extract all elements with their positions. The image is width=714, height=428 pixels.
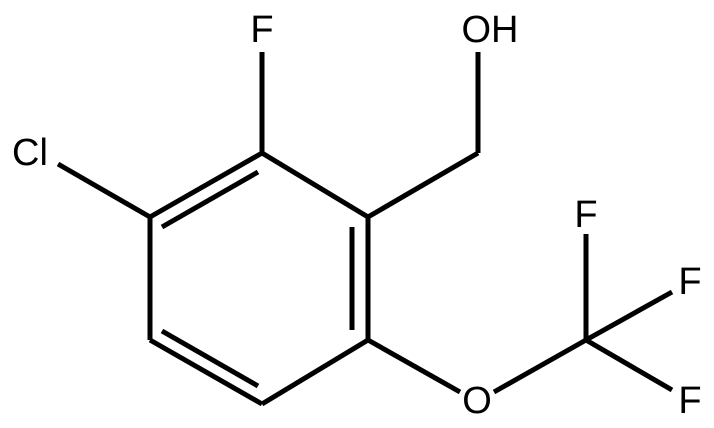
label-fluoro-ring: F (250, 9, 273, 51)
bond-c-cl (56, 161, 152, 220)
bond-ring-c1-c2 (148, 150, 264, 220)
bond-cf3-f-bottom (584, 337, 674, 393)
atom-labels: OH F Cl O F F F (12, 9, 702, 422)
bond-cf3-f-right (584, 289, 674, 343)
bonds (56, 52, 674, 407)
bond-o-cf3 (492, 337, 588, 395)
bond-ring-o (366, 337, 462, 395)
label-chloro: Cl (12, 132, 48, 174)
bond-ring-c6-c1 (260, 150, 370, 220)
bond-ring-c1-c2-inner (160, 169, 260, 230)
label-cf3-f-top: F (574, 194, 597, 236)
bond-ring-c4-c5 (260, 337, 370, 407)
bond-ring-c3-c4-inner (160, 328, 260, 389)
label-cf3-f-right: F (678, 261, 701, 303)
bond-ring-ch2 (366, 150, 480, 220)
label-hydroxyl: OH (462, 9, 519, 51)
label-ether-oxygen: O (462, 380, 492, 422)
bond-ring-c3-c4 (148, 337, 264, 407)
label-cf3-f-bottom: F (678, 380, 701, 422)
